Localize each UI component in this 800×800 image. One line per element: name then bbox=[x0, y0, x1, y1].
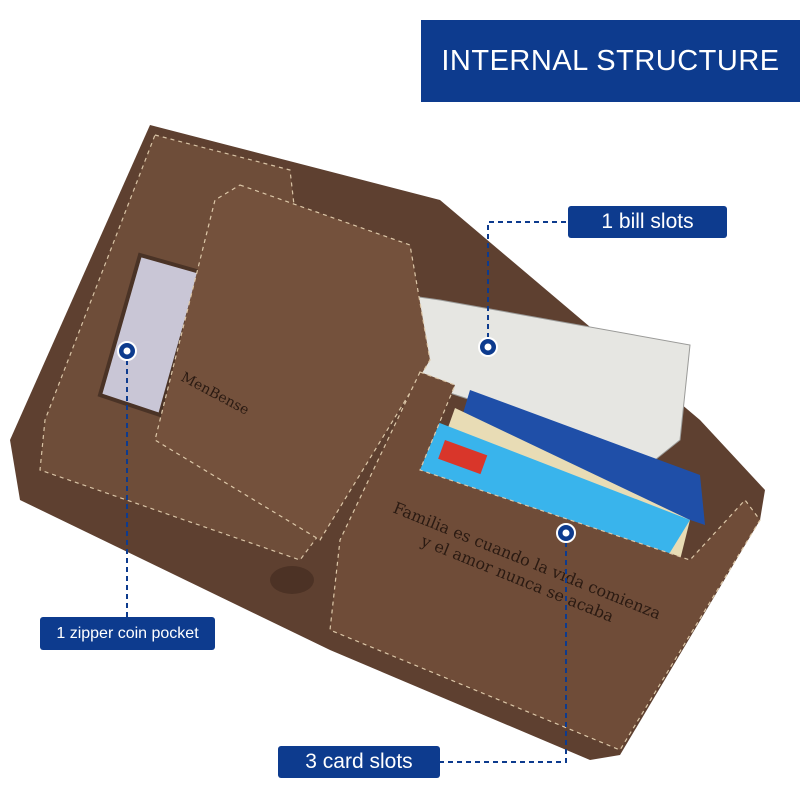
card-chip-stripe bbox=[438, 440, 488, 475]
card-pocket bbox=[329, 371, 761, 751]
bill-slots-label: 1 bill slots bbox=[568, 206, 727, 238]
page-title: INTERNAL STRUCTURE bbox=[421, 20, 800, 102]
card-back bbox=[455, 390, 705, 525]
callout-dot-centers bbox=[123, 343, 570, 537]
clasp bbox=[270, 566, 314, 594]
card-callout-line bbox=[440, 533, 567, 763]
zipper-pocket-label: 1 zipper coin pocket bbox=[40, 617, 215, 650]
id-window bbox=[97, 252, 203, 418]
flap bbox=[154, 184, 431, 541]
card-slots-label: 3 card slots bbox=[278, 746, 440, 778]
